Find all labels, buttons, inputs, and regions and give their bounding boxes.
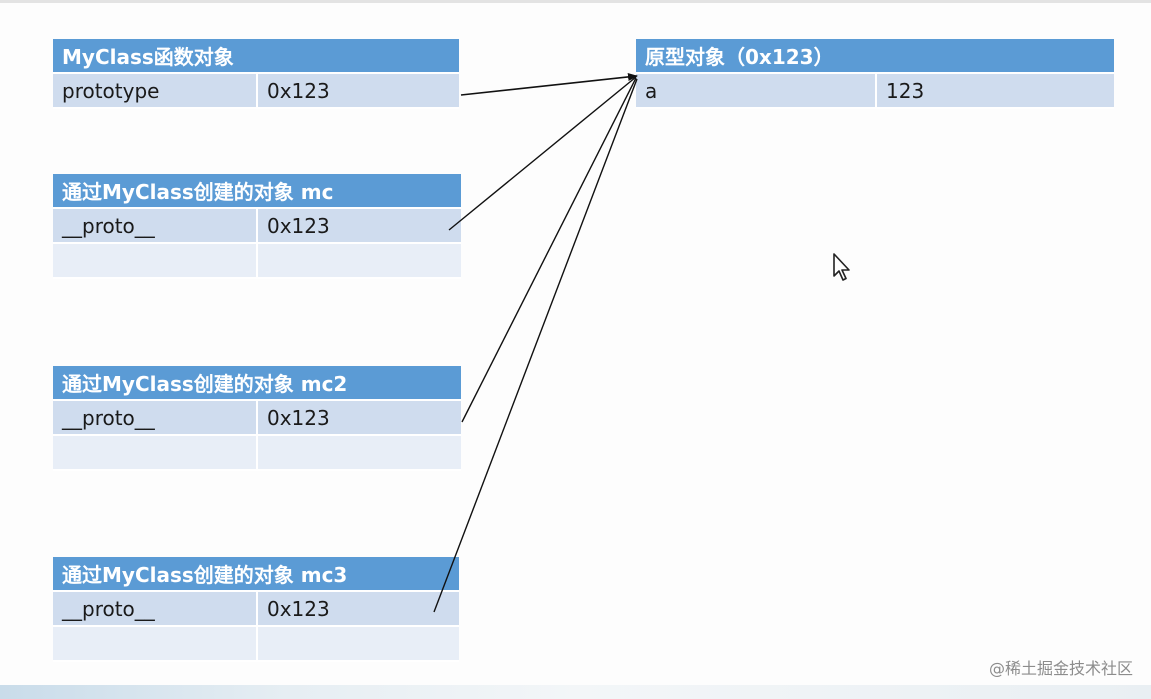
cell-key: [53, 243, 258, 279]
table-prototype-object: 原型对象（0x123） a 123: [636, 39, 1115, 109]
table-header: 通过MyClass创建的对象 mc3: [53, 557, 460, 592]
cell-key: __proto__: [53, 591, 258, 627]
cell-key: __proto__: [53, 208, 258, 244]
table-object-mc: 通过MyClass创建的对象 mc __proto__ 0x123: [53, 174, 461, 279]
table-object-mc3: 通过MyClass创建的对象 mc3 __proto__ 0x123: [53, 557, 460, 662]
cell-key: __proto__: [53, 400, 258, 436]
cell-key: a: [636, 73, 877, 109]
table-title: MyClass函数对象: [53, 39, 459, 74]
table-myclass-function: MyClass函数对象 prototype 0x123: [53, 39, 459, 109]
arrow-prototype-to-prototype-object: [460, 72, 638, 96]
table-header: 原型对象（0x123）: [636, 39, 1115, 74]
cell-value: 0x123: [257, 591, 460, 627]
table-row: [53, 626, 460, 662]
table-title: 通过MyClass创建的对象 mc2: [53, 366, 462, 401]
table-header: 通过MyClass创建的对象 mc2: [53, 366, 462, 401]
arrow-mc3-proto-to-prototype-object: [433, 78, 638, 613]
arrow-mc2-proto-to-prototype-object: [461, 77, 637, 423]
table-row: __proto__ 0x123: [53, 591, 460, 627]
table-row: __proto__ 0x123: [53, 208, 461, 244]
cell-key: [53, 435, 258, 471]
top-border: [0, 0, 1151, 3]
table-header: 通过MyClass创建的对象 mc: [53, 174, 461, 209]
table-header: MyClass函数对象: [53, 39, 459, 74]
table-row: __proto__ 0x123: [53, 400, 462, 436]
table-row: prototype 0x123: [53, 73, 459, 109]
table-title: 原型对象（0x123）: [636, 39, 1115, 74]
cell-value: 0x123: [257, 400, 462, 436]
cell-value: [257, 435, 462, 471]
cell-value: 0x123: [257, 208, 461, 244]
table-title: 通过MyClass创建的对象 mc: [53, 174, 461, 209]
watermark: @稀土掘金技术社区: [988, 659, 1133, 678]
cell-value: [257, 243, 461, 279]
cell-value: [257, 626, 460, 662]
cell-key: [53, 626, 258, 662]
table-row: [53, 435, 462, 471]
cell-key: prototype: [53, 73, 258, 109]
mouse-cursor-icon: [833, 253, 850, 281]
table-row: a 123: [636, 73, 1115, 109]
arrow-mc-proto-to-prototype-object: [448, 76, 637, 231]
cell-value: 123: [876, 73, 1115, 109]
cell-value: 0x123: [257, 73, 459, 109]
table-row: [53, 243, 461, 279]
table-object-mc2: 通过MyClass创建的对象 mc2 __proto__ 0x123: [53, 366, 462, 471]
table-title: 通过MyClass创建的对象 mc3: [53, 557, 460, 592]
bottom-strip: [0, 685, 1151, 699]
